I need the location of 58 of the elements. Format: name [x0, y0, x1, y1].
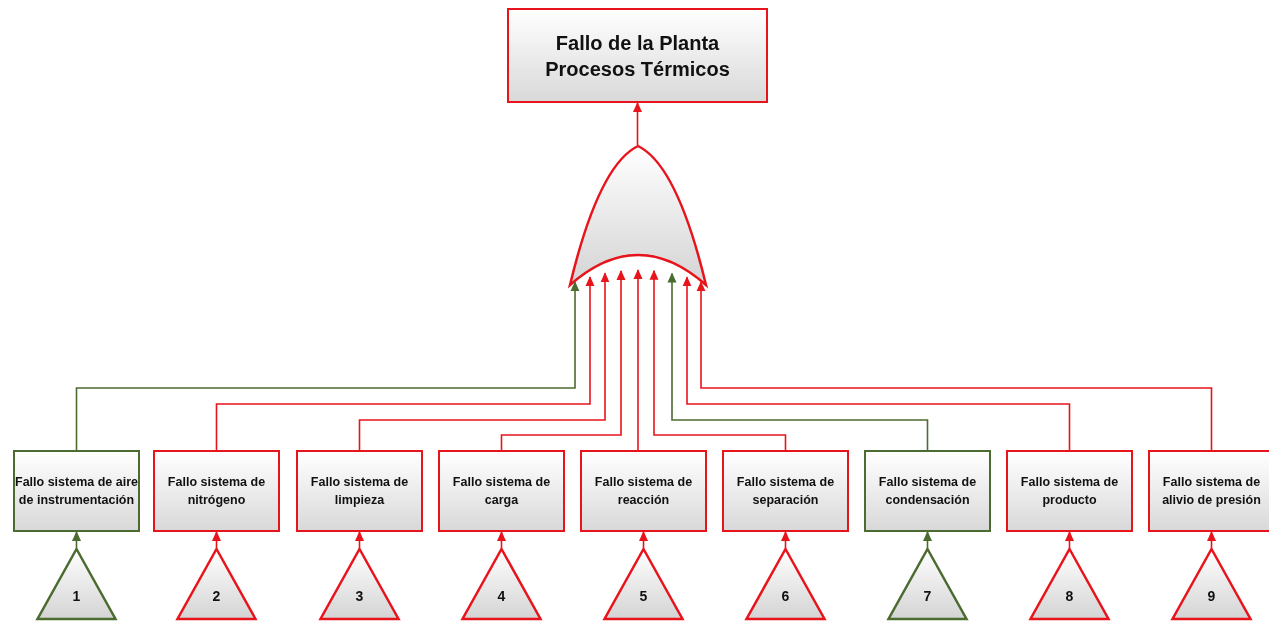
arrow [72, 531, 81, 549]
transfer-number: 7 [923, 586, 932, 606]
event-label: Fallo sistema de alivio de presión [1161, 473, 1262, 509]
event-box [1006, 450, 1133, 532]
event-label: Fallo sistema de separación [735, 473, 836, 509]
transfer-number: 5 [639, 586, 648, 606]
arrow [667, 272, 929, 451]
transfer-triangle [603, 548, 684, 620]
or-gate [568, 145, 708, 287]
transfer-number: 8 [1065, 586, 1074, 606]
transfer-triangle [1029, 548, 1110, 620]
arrow [682, 276, 1071, 451]
event-box [438, 450, 565, 532]
arrow [923, 531, 932, 549]
transfer-number: 9 [1207, 586, 1216, 606]
event-box [864, 450, 991, 532]
transfer-triangle [176, 548, 257, 620]
top-event-box [507, 8, 768, 103]
arrow [355, 531, 364, 549]
event-label: Fallo de la Planta Procesos Térmicos [544, 30, 731, 82]
event-box [1148, 450, 1269, 532]
event-label: Fallo sistema de aire de instrumentación [15, 473, 138, 509]
arrow [497, 531, 506, 549]
arrow [75, 281, 580, 451]
arrow [358, 272, 610, 451]
arrow [781, 531, 790, 549]
arrow [696, 281, 1213, 451]
transfer-number: 4 [497, 586, 506, 606]
transfer-number: 3 [355, 586, 364, 606]
arrow [633, 269, 643, 451]
event-label: Fallo sistema de condensación [877, 473, 978, 509]
arrow [1065, 531, 1074, 549]
transfer-number: 2 [212, 586, 221, 606]
arrow [649, 269, 787, 451]
event-label: Fallo sistema de producto [1019, 473, 1120, 509]
transfer-number: 6 [781, 586, 790, 606]
transfer-triangle [1171, 548, 1252, 620]
event-box [13, 450, 140, 532]
arrow [633, 102, 642, 146]
event-box [722, 450, 849, 532]
transfer-number: 1 [72, 586, 81, 606]
event-box [580, 450, 707, 532]
event-box [153, 450, 280, 532]
transfer-triangle [745, 548, 826, 620]
event-label: Fallo sistema de reacción [593, 473, 694, 509]
transfer-triangle [887, 548, 968, 620]
arrow [215, 276, 595, 451]
event-label: Fallo sistema de carga [451, 473, 552, 509]
event-label: Fallo sistema de limpieza [309, 473, 410, 509]
arrow [212, 531, 221, 549]
event-box [296, 450, 423, 532]
event-label: Fallo sistema de nitrógeno [166, 473, 267, 509]
transfer-triangle [319, 548, 400, 620]
arrow [639, 531, 648, 549]
transfer-triangle [461, 548, 542, 620]
transfer-triangle [36, 548, 117, 620]
arrow [1207, 531, 1216, 549]
arrow [500, 269, 626, 451]
